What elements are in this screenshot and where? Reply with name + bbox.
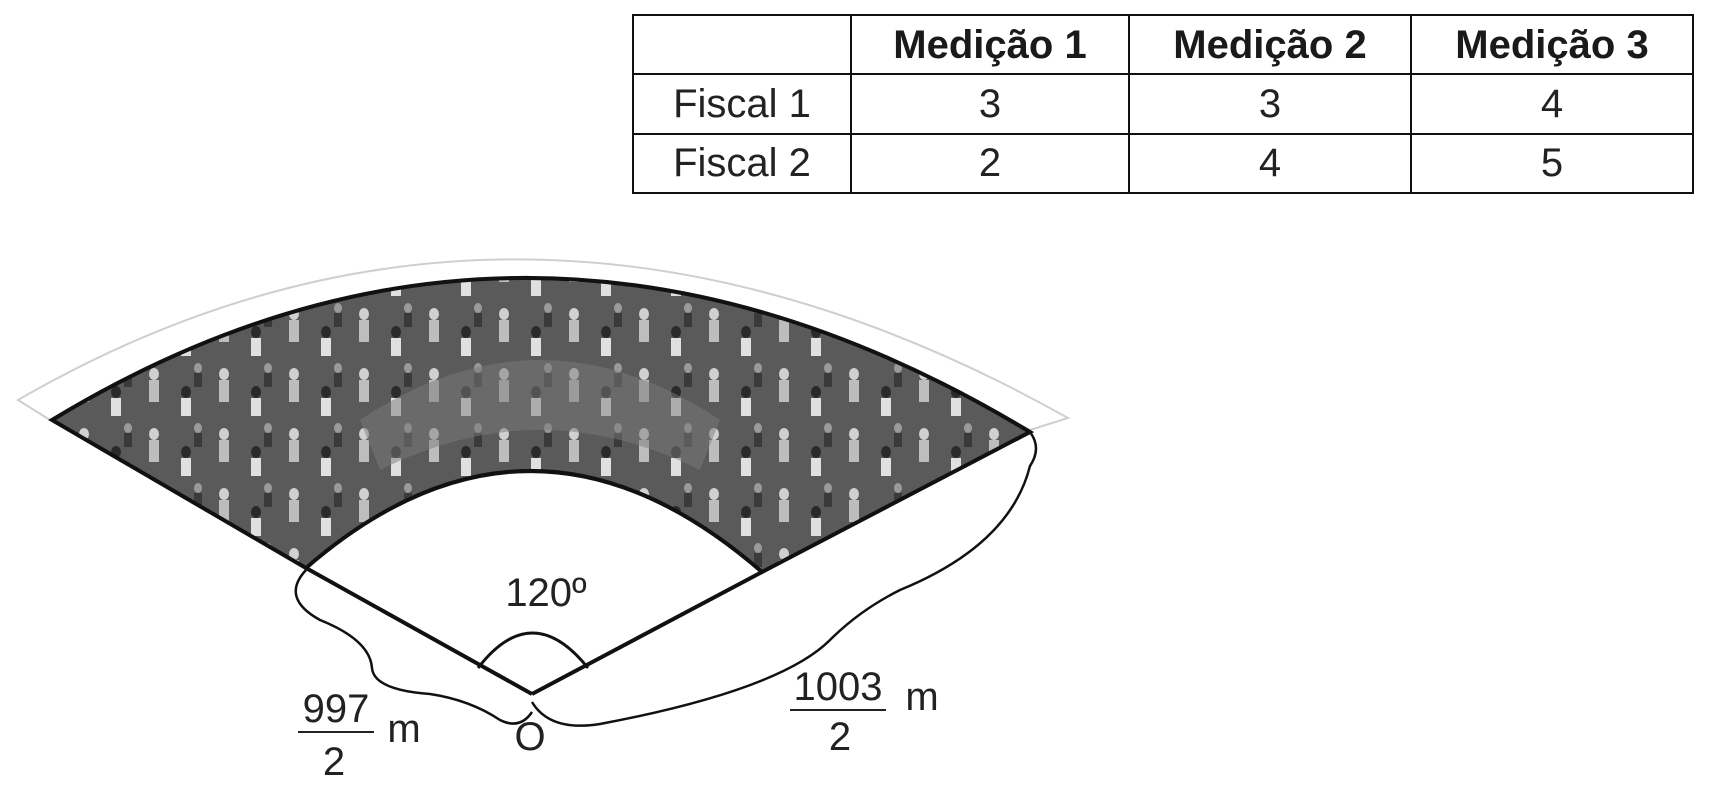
table-cell: 3 [1128, 73, 1412, 135]
row-label-fiscal-2: Fiscal 2 [632, 132, 852, 195]
outer-radius-unit: m [905, 675, 938, 719]
angle-arc [476, 631, 590, 669]
table-cell: 5 [1410, 132, 1694, 195]
brace-left [294, 569, 534, 725]
radius-right-line [531, 570, 763, 696]
center-label: O [514, 715, 545, 759]
outer-radius-numerator: 1003 [794, 665, 883, 709]
inner-radius-denominator: 2 [323, 740, 345, 784]
table-header-medicao-1: Medição 1 [850, 13, 1130, 76]
inner-radius-unit: m [387, 707, 420, 751]
radius-left-line [305, 566, 533, 696]
brace-right [530, 431, 1038, 727]
table-cell: 2 [850, 132, 1130, 195]
table-header-row: Medição 1 Medição 2 Medição 3 [632, 13, 1694, 76]
table-header-medicao-3: Medição 3 [1410, 13, 1694, 76]
table-cell: 4 [1128, 132, 1412, 195]
table-header-medicao-2: Medição 2 [1128, 13, 1412, 76]
table-header-corner [632, 13, 852, 76]
table-row: Fiscal 1 3 3 4 [632, 73, 1694, 135]
measurements-table: Medição 1 Medição 2 Medição 3 Fiscal 1 3… [632, 13, 1694, 195]
inner-radius-numerator: 997 [303, 687, 370, 731]
crowd-light-area [360, 360, 720, 470]
row-label-fiscal-1: Fiscal 1 [632, 73, 852, 135]
table-cell: 4 [1410, 73, 1694, 135]
angle-label: 120º [505, 571, 587, 615]
outer-radius-denominator: 2 [829, 715, 851, 759]
table-cell: 3 [850, 73, 1130, 135]
table-row: Fiscal 2 2 4 5 [632, 132, 1694, 195]
